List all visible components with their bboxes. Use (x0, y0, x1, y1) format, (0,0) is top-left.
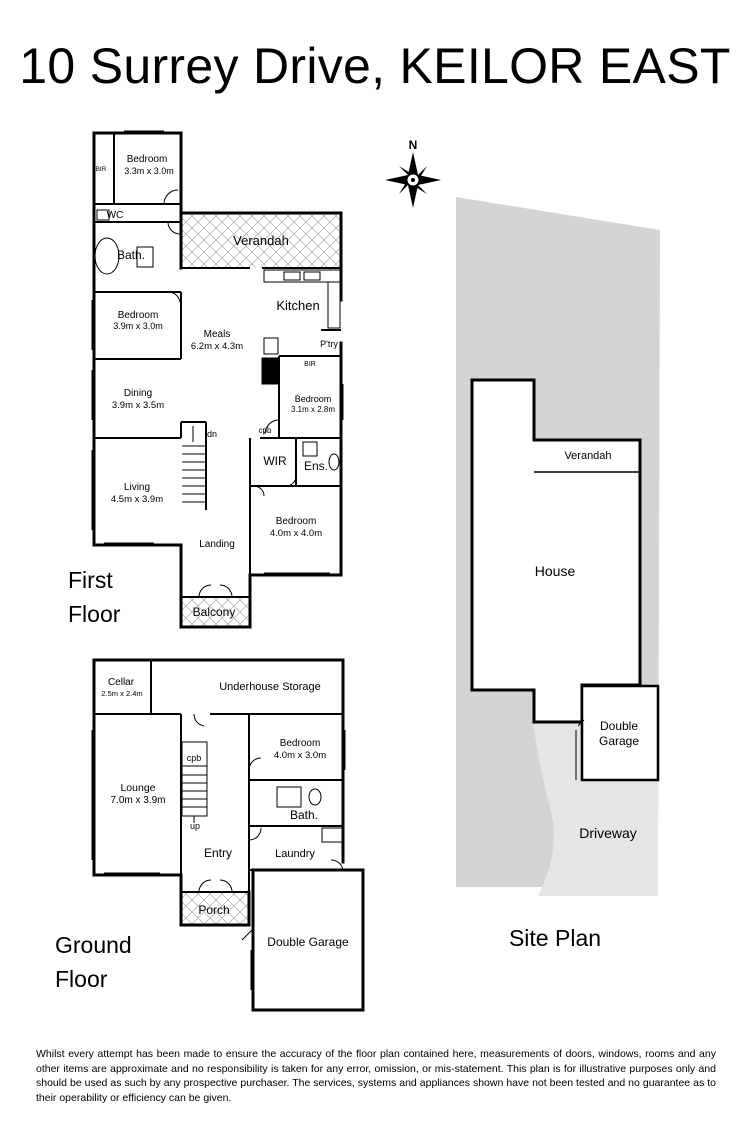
room-lounge-name: Lounge (120, 782, 155, 794)
room-landing: Landing (199, 539, 235, 550)
room-bedroom-w-size: 3.9m x 3.0m (113, 321, 163, 331)
room-wc: WC (107, 210, 124, 221)
room-cellar-size: 2.5m x 2.4m (101, 689, 142, 698)
ground-floor-heading-2: Floor (55, 966, 108, 992)
balcony-hatch (181, 597, 250, 627)
first-floor-plan: Bedroom 3.3m x 3.0m BIR WC Bath. Veranda… (68, 130, 344, 629)
verandah-hatch (181, 215, 340, 268)
site-plan: Verandah House Double Garage Driveway Si… (456, 197, 660, 951)
room-meals-size: 6.2m x 4.3m (191, 341, 243, 352)
room-bir-e: BIR (304, 361, 316, 368)
site-plan-heading: Site Plan (509, 925, 601, 951)
room-lounge-size: 7.0m x 3.9m (110, 795, 165, 806)
room-balcony: Balcony (193, 605, 236, 619)
first-floor-stairs (182, 426, 205, 503)
room-bedroom-gf-name: Bedroom (280, 738, 321, 749)
room-laundry: Laundry (275, 848, 315, 860)
site-garage (580, 684, 660, 782)
room-entry: Entry (204, 846, 232, 860)
stairs-dn-label: dn (207, 429, 217, 439)
driveway-area (533, 722, 658, 896)
compass-rose: N (385, 138, 441, 208)
room-ens: Ens. (304, 459, 328, 473)
room-kitchen: Kitchen (276, 298, 319, 313)
room-bedroom-nw-name: Bedroom (127, 154, 168, 165)
room-cellar-name: Cellar (108, 677, 135, 688)
site-verandah-label: Verandah (564, 450, 611, 462)
room-double-garage: Double Garage (267, 935, 349, 949)
room-bedroom-nw-size: 3.3m x 3.0m (124, 166, 174, 176)
room-bedroom-w-name: Bedroom (118, 310, 159, 321)
room-dining-size: 3.9m x 3.5m (112, 400, 164, 411)
room-living-name: Living (124, 482, 150, 493)
room-bedroom-e-size: 3.1m x 2.8m (291, 405, 335, 414)
site-driveway-label: Driveway (579, 825, 637, 841)
site-garage-label-1: Double (600, 719, 638, 733)
room-bedroom-gf-size: 4.0m x 3.0m (274, 750, 326, 761)
ground-floor-stairs (181, 741, 208, 823)
room-pantry: P'try (320, 339, 338, 349)
room-bedroom-se-name: Bedroom (276, 516, 317, 527)
first-floor-heading-2: Floor (68, 601, 121, 627)
room-cpb-gf: cpb (187, 753, 202, 763)
ground-floor-plan: Cellar 2.5m x 2.4m Underhouse Storage Be… (55, 658, 365, 1012)
room-dining-name: Dining (124, 388, 152, 399)
room-bath-gf: Bath. (290, 808, 318, 822)
room-wir: WIR (263, 454, 287, 468)
site-garage-label-2: Garage (599, 734, 639, 748)
compass-north-label: N (409, 138, 418, 152)
page-title: 10 Surrey Drive, KEILOR EAST (19, 38, 731, 94)
room-bir-nw: BIR (96, 166, 107, 173)
ground-floor-heading-1: Ground (55, 932, 132, 958)
stairs-up-label: up (190, 821, 200, 831)
disclaimer-text: Whilst every attempt has been made to en… (36, 1048, 716, 1104)
site-house-label: House (535, 563, 576, 579)
room-underhouse-storage: Underhouse Storage (219, 681, 321, 693)
room-meals-name: Meals (204, 329, 231, 340)
room-bath-ff: Bath. (117, 248, 145, 262)
room-verandah: Verandah (233, 233, 289, 248)
porch-hatch (181, 892, 249, 925)
room-cpb-ff: cpb (259, 426, 272, 435)
room-porch: Porch (198, 903, 229, 917)
room-bedroom-se-size: 4.0m x 4.0m (270, 528, 322, 539)
first-floor-heading-1: First (68, 567, 113, 593)
room-bedroom-e-name: Bedroom (295, 394, 332, 404)
room-living-size: 4.5m x 3.9m (111, 494, 163, 505)
